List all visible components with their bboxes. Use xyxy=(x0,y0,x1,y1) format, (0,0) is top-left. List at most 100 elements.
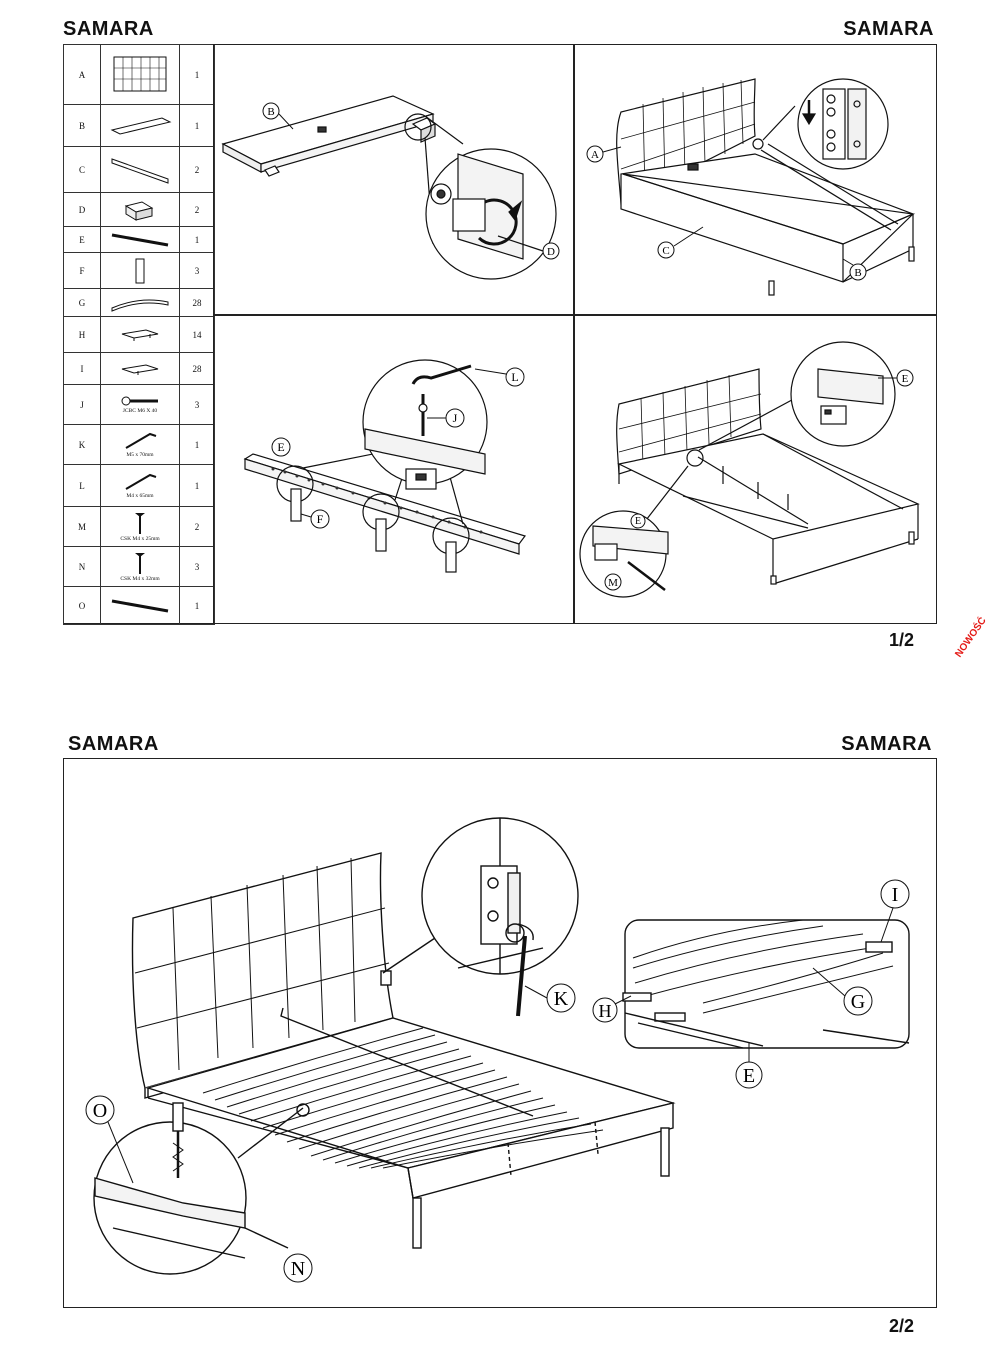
page1-title-right: SAMARA xyxy=(843,18,934,40)
part-qty: 28 xyxy=(179,352,215,385)
svg-text:M: M xyxy=(608,577,618,589)
slat-icon xyxy=(101,294,179,312)
part-letter: F xyxy=(63,252,101,289)
step4-illustration: E E M xyxy=(579,341,920,598)
svg-text:L: L xyxy=(511,370,518,384)
rail-strip-icon xyxy=(101,597,179,615)
part-row-g: G 28 xyxy=(63,288,215,317)
part-qty: 14 xyxy=(179,316,215,353)
page2-frame xyxy=(63,758,937,1308)
slat-cap-icon xyxy=(101,361,179,377)
part-letter: J xyxy=(63,384,101,425)
part-qty: 2 xyxy=(179,192,215,227)
svg-text:E: E xyxy=(635,516,641,527)
svg-text:D: D xyxy=(547,246,555,258)
center-beam-icon xyxy=(101,231,179,249)
step3-panel xyxy=(213,314,575,624)
part-letter: L xyxy=(63,464,101,507)
label-o: O xyxy=(85,1095,134,1184)
step2-callout-a: A xyxy=(586,145,622,163)
step1-callout-b: B xyxy=(262,102,294,130)
leg-icon xyxy=(101,256,179,286)
part-letter: O xyxy=(63,586,101,625)
svg-text:O: O xyxy=(93,1100,107,1122)
part-letter: K xyxy=(63,424,101,465)
step3-callout-l: L xyxy=(474,367,525,387)
screw-icon xyxy=(101,510,179,536)
part-letter: G xyxy=(63,288,101,317)
svg-text:N: N xyxy=(291,1258,305,1280)
step3-callout-j: J xyxy=(427,408,465,428)
footboard-rail-icon xyxy=(101,116,179,136)
svg-text:I: I xyxy=(892,884,899,906)
step4-callout-e: E xyxy=(878,369,914,387)
new-badge: NOWOŚĆ xyxy=(953,615,989,660)
step3-illustration: E F J L xyxy=(243,359,526,573)
svg-text:F: F xyxy=(317,512,324,526)
svg-text:K: K xyxy=(554,988,569,1010)
label-k: K xyxy=(524,983,576,1013)
svg-text:H: H xyxy=(599,1001,612,1021)
part-qty: 1 xyxy=(179,424,215,465)
final-assembly-illustration: O N K I H G E xyxy=(85,817,910,1283)
part-qty: 3 xyxy=(179,252,215,289)
part-spec: CSK M4 x 32mm xyxy=(120,576,160,582)
part-spec: JCBC M6 X 40 xyxy=(122,408,158,414)
label-n: N xyxy=(283,1253,313,1283)
svg-text:E: E xyxy=(277,440,284,454)
step3-callout-f: F xyxy=(300,509,330,529)
part-spec: CSK M4 x 25mm xyxy=(120,536,160,542)
step2-panel xyxy=(573,44,937,316)
label-e: E xyxy=(735,1042,763,1089)
slat-holder-icon xyxy=(101,326,179,344)
label-h: H xyxy=(592,995,632,1023)
step3-callout-e: E xyxy=(271,437,291,457)
part-qty: 1 xyxy=(179,226,215,253)
part-row-k: K M5 x 70mm 1 xyxy=(63,424,215,465)
part-letter: H xyxy=(63,316,101,353)
part-qty: 1 xyxy=(179,464,215,507)
label-g: G xyxy=(812,967,873,1016)
label-i: I xyxy=(880,879,910,943)
screw-icon xyxy=(101,550,179,576)
step2-callout-b: B xyxy=(842,258,867,281)
step1-callout-d: D xyxy=(542,242,560,260)
part-row-i: I 28 xyxy=(63,352,215,385)
step2-callout-c: C xyxy=(657,226,704,259)
part-qty: 2 xyxy=(179,146,215,193)
part-qty: 28 xyxy=(179,288,215,317)
page2-number: 2/2 xyxy=(888,1316,914,1336)
step4-callout-m: M xyxy=(604,573,622,591)
part-letter: B xyxy=(63,104,101,147)
part-qty: 3 xyxy=(179,384,215,425)
part-letter: I xyxy=(63,352,101,385)
step4-callout-e2: E xyxy=(630,513,646,529)
part-qty: 1 xyxy=(179,104,215,147)
part-letter: D xyxy=(63,192,101,227)
page2-title-left: SAMARA xyxy=(68,733,159,755)
part-row-h: H 14 xyxy=(63,316,215,353)
part-qty: 1 xyxy=(179,44,215,105)
svg-text:B: B xyxy=(267,106,274,118)
part-letter: N xyxy=(63,546,101,587)
allen-key-icon xyxy=(101,471,179,493)
part-letter: C xyxy=(63,146,101,193)
part-spec: M5 x 70mm xyxy=(126,452,154,458)
headboard-icon xyxy=(101,53,179,97)
svg-text:A: A xyxy=(591,149,599,161)
step4-panel xyxy=(573,314,937,624)
step1-panel xyxy=(213,44,575,316)
svg-text:C: C xyxy=(662,245,669,257)
page2-title-right: SAMARA xyxy=(841,733,932,755)
part-qty: 1 xyxy=(179,586,215,625)
